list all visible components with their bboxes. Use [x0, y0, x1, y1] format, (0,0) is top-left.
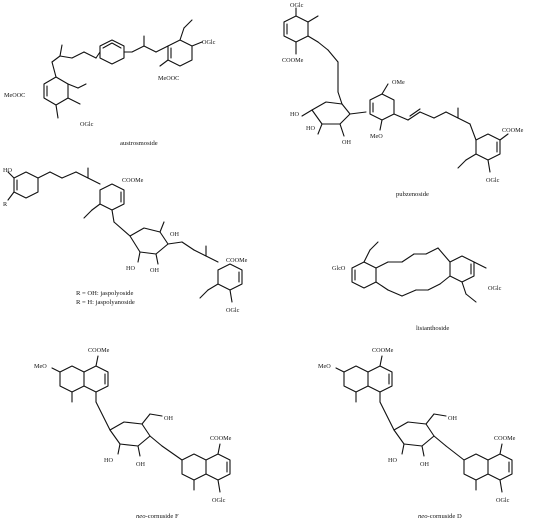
- label-ho: HO: [3, 167, 12, 174]
- label-ome-top: OMe: [392, 79, 405, 86]
- label-oh-2: OH: [150, 267, 159, 274]
- label-oh: OH: [342, 139, 351, 146]
- caption-pubzenoside: pubzenoside: [396, 191, 429, 198]
- label-meo: MeO: [318, 363, 331, 370]
- label-ho-1: HO: [290, 111, 299, 118]
- label-ho-2: HO: [306, 125, 315, 132]
- label-oh-2: OH: [420, 461, 429, 468]
- label-meo-bottom: MeO: [370, 133, 383, 140]
- label-ho-1: HO: [104, 457, 113, 464]
- label-coome-right: COOMe: [502, 127, 524, 134]
- label-oh-2: OH: [136, 461, 145, 468]
- label-glco-left: GlcO: [332, 265, 346, 272]
- label-coome-1: COOMe: [372, 347, 394, 354]
- lisianthoside-structure: GlcO OGlc lisianthoside: [332, 241, 502, 332]
- caption-name: -cornuside D: [428, 513, 462, 520]
- label-oglc: OGlc: [226, 307, 240, 314]
- label-ho-sugar: HO: [126, 265, 135, 272]
- label-meo: MeO: [34, 363, 47, 370]
- label-oglc: OGlc: [496, 497, 510, 504]
- label-oh-1: OH: [164, 415, 173, 422]
- label-coome-1: COOMe: [122, 177, 144, 184]
- caption-prefix: neo: [418, 513, 428, 520]
- label-coome-1: COOMe: [88, 347, 110, 354]
- label-oglc-bottom: OGlc: [80, 121, 94, 128]
- caption-prefix: neo: [136, 513, 146, 520]
- label-oglc-top: OGlc: [202, 39, 216, 46]
- label-meooc-mid: MeOOC: [158, 75, 179, 82]
- label-meooc-left: MeOOC: [4, 92, 25, 99]
- neo-cornuside-f-structure: COOMe MeO OH HO OH COOMe OGlc neo-cornus…: [34, 347, 232, 520]
- label-coome-top: COOMe: [282, 57, 304, 64]
- pubzenoside-structure: OGlc COOMe OMe MeO HO HO OH COOMe OGlc p…: [282, 2, 524, 198]
- neo-cornuside-d-structure: COOMe MeO OH HO OH COOMe OGlc neo-cornus…: [318, 347, 516, 520]
- label-oglc-right: OGlc: [488, 285, 502, 292]
- label-ho-1: HO: [388, 457, 397, 464]
- caption-austrosmoside: austrosmoside: [120, 140, 158, 147]
- legend-r-oh: R = OH: jaspolyoside: [76, 290, 133, 297]
- label-coome-2: COOMe: [226, 257, 248, 264]
- label-coome-2: COOMe: [494, 435, 516, 442]
- austrosmoside-structure: MeOOC OGlc MeOOC OGlc austrosmoside: [4, 19, 216, 147]
- label-oglc-bottom: OGlc: [486, 177, 500, 184]
- label-coome-2: COOMe: [210, 435, 232, 442]
- caption-name: -cornuside F: [146, 513, 179, 520]
- label-r: R: [3, 201, 8, 208]
- caption-neo-cornuside-d: neo-cornuside D: [418, 513, 462, 520]
- label-oh-1: OH: [170, 231, 179, 238]
- legend-r-h: R = H: jaspolyanoside: [76, 299, 135, 306]
- label-oglc-top: OGlc: [290, 2, 304, 9]
- caption-lisianthoside: lisianthoside: [416, 325, 449, 332]
- jaspolyoside-structure: HO R COOMe COOMe OH OH HO OGlc R = OH: j…: [3, 167, 248, 314]
- caption-neo-cornuside-f: neo-cornuside F: [136, 513, 179, 520]
- label-oglc: OGlc: [212, 497, 226, 504]
- label-oh-1: OH: [448, 415, 457, 422]
